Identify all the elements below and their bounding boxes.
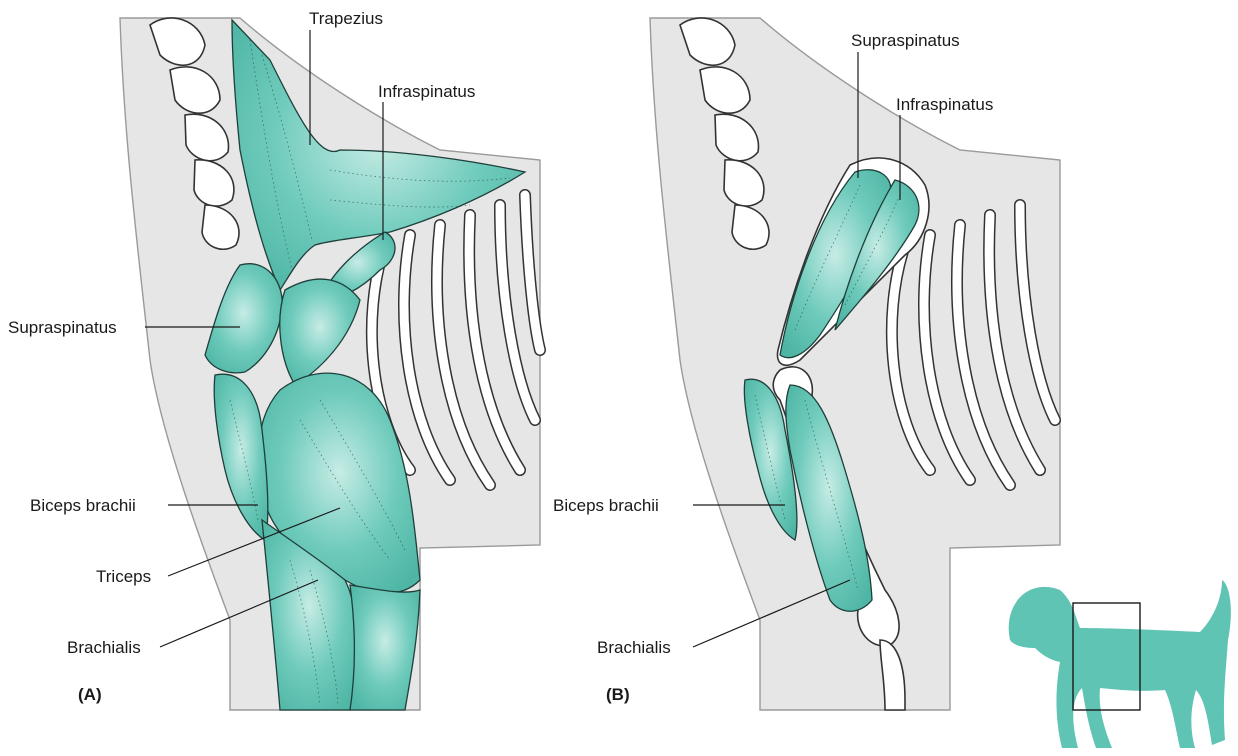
panel-a-supraspinatus-label: Supraspinatus [8,318,117,337]
panel-b-brachialis-label: Brachialis [597,638,671,657]
panel-a-trapezius-label: Trapezius [309,9,383,28]
locator-dog-body [1009,580,1231,748]
panel-a-brachialis-label: Brachialis [67,638,141,657]
panel-b: Supraspinatus Infraspinatus Biceps brach… [553,18,1060,710]
panel-b-label: (B) [606,685,630,704]
panel-b-infraspinatus-label: Infraspinatus [896,95,993,114]
panel-b-supraspinatus-label: Supraspinatus [851,31,960,50]
panel-a-triceps-label: Triceps [96,567,151,586]
panel-a-label: (A) [78,685,102,704]
panel-a: Trapezius Infraspinatus Supraspinatus Bi… [8,9,540,710]
panel-a-biceps-brachii-label: Biceps brachii [30,496,136,515]
dog-silhouette-icon [1009,580,1231,748]
panel-b-biceps-brachii-label: Biceps brachii [553,496,659,515]
panel-a-infraspinatus-label: Infraspinatus [378,82,475,101]
